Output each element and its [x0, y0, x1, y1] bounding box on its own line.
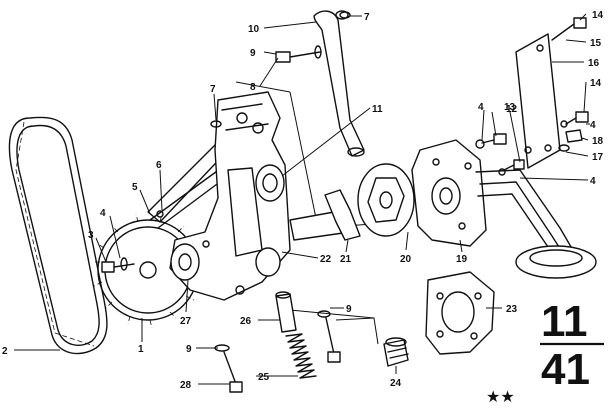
relief-valve-piston [275, 291, 297, 333]
callout-8: 8 [250, 82, 256, 93]
timing-chain [8, 116, 108, 355]
pump-gasket [425, 271, 495, 355]
relief-valve-spring [285, 333, 317, 379]
callout-23: 23 [506, 304, 518, 315]
page-code-bottom: 41 [541, 345, 590, 394]
callout-9: 9 [250, 48, 256, 59]
washer-7-left [210, 120, 222, 128]
callout-24: 24 [390, 378, 402, 389]
callout-27: 27 [180, 316, 192, 327]
callout-10: 10 [248, 24, 260, 35]
sprocket-bolt [101, 257, 135, 273]
callout-1: 1 [138, 344, 144, 355]
callout-7: 7 [364, 12, 370, 23]
callout-15: 15 [590, 38, 602, 49]
plug-screw [383, 337, 409, 367]
callout-12: 12 [506, 104, 518, 115]
mounting-plate [515, 33, 561, 169]
pump-cover [411, 139, 487, 247]
callout-9: 9 [346, 304, 352, 315]
lower-bolt-left [214, 344, 243, 393]
callout-25: 25 [258, 372, 270, 383]
callout-14: 14 [590, 78, 602, 89]
callout-17: 17 [592, 152, 604, 163]
callout-21: 21 [340, 254, 352, 265]
oil-pump-housing [169, 91, 291, 301]
callout-6: 6 [156, 160, 162, 171]
plate-bolts [551, 17, 589, 152]
callout-13: 13 [504, 102, 516, 113]
washer-7-top [339, 11, 351, 19]
callout-22: 22 [320, 254, 332, 265]
rating-stars: ★★ [486, 387, 515, 406]
oil-pickup-tube [313, 10, 365, 157]
callout-5: 5 [132, 182, 138, 193]
callout-4: 4 [590, 176, 596, 187]
page-code: 11 41 [540, 297, 604, 394]
callout-9: 9 [186, 344, 192, 355]
page-code-top: 11 [541, 297, 588, 346]
callout-19: 19 [456, 254, 468, 265]
callout-labels: 1 2 3 4 4 4 4 5 6 7 7 8 9 9 9 10 11 12 1… [2, 10, 604, 391]
strainer-pipe [475, 169, 597, 279]
callout-11: 11 [372, 104, 383, 115]
callout-14: 14 [592, 10, 604, 21]
top-bolt [275, 45, 322, 63]
callout-3: 3 [88, 230, 94, 241]
callout-4: 4 [100, 208, 106, 219]
callout-18: 18 [592, 136, 604, 147]
callout-4: 4 [478, 102, 484, 113]
outer-rotor [357, 163, 415, 237]
callout-26: 26 [240, 316, 252, 327]
lower-bolt-right [317, 310, 341, 363]
leader-lines [14, 13, 590, 385]
cover-bolts [475, 133, 525, 176]
pump-shaft [289, 189, 361, 241]
callout-2: 2 [2, 346, 8, 357]
callout-7: 7 [210, 84, 216, 95]
callout-4: 4 [590, 120, 596, 131]
callout-20: 20 [400, 254, 412, 265]
callout-28: 28 [180, 380, 192, 391]
callout-16: 16 [588, 58, 600, 69]
